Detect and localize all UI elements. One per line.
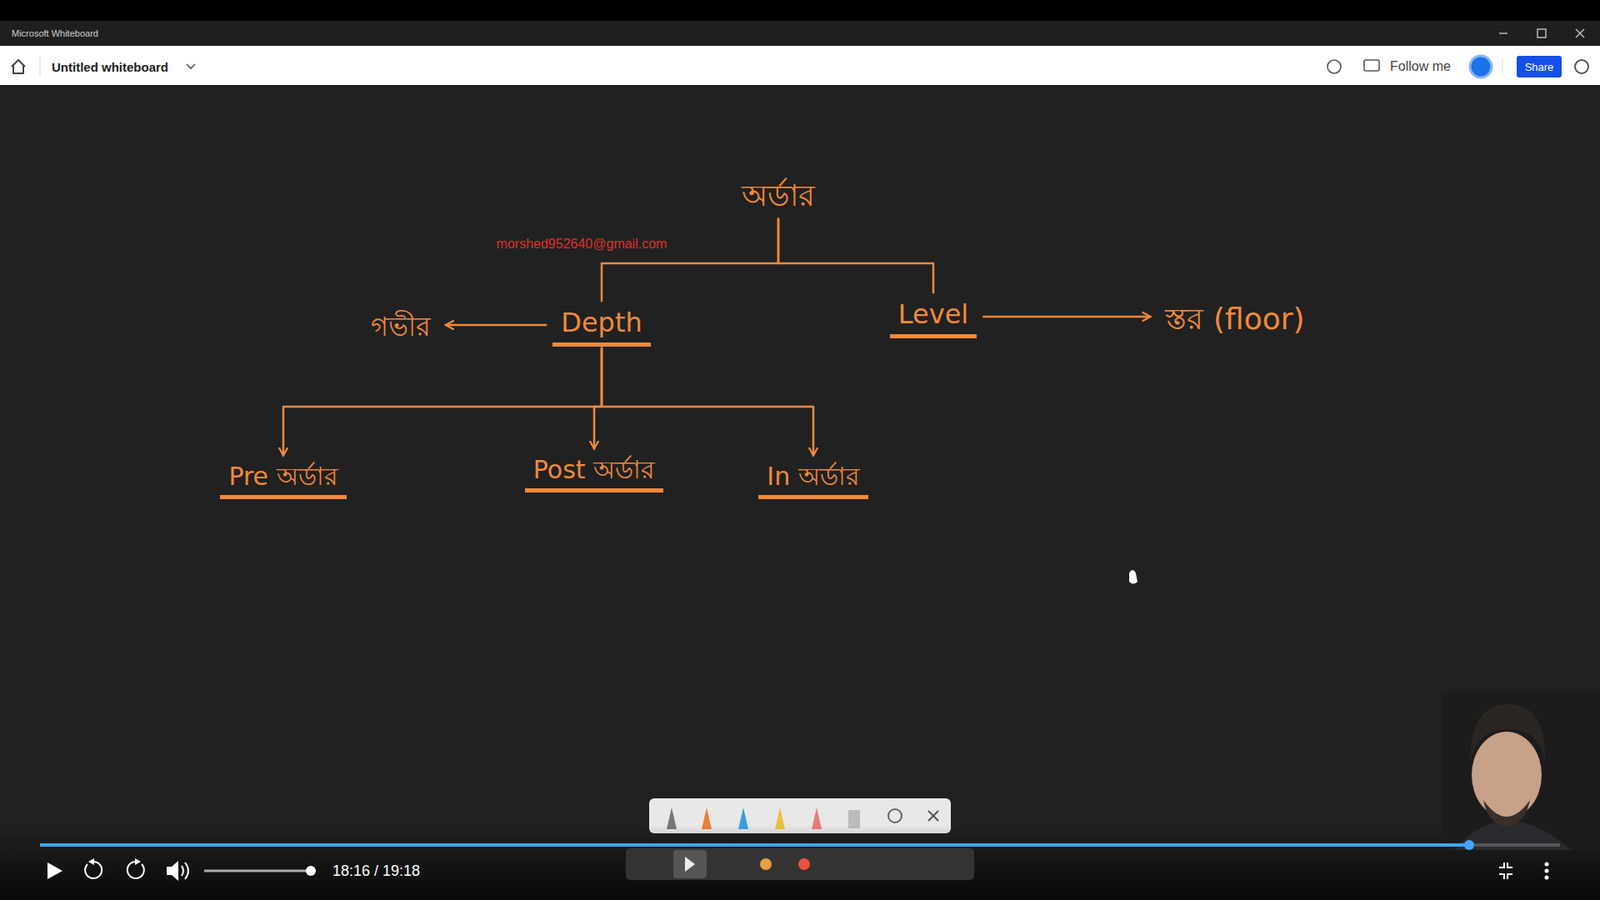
player-controls — [47, 858, 1550, 881]
handwritten-node: In অর্ডার — [758, 458, 868, 500]
webcam — [1441, 691, 1600, 850]
chevron-icon — [186, 64, 195, 69]
whiteboard-toolbar — [625, 848, 975, 880]
timestamp: 18:16 / 19:18 — [332, 862, 420, 880]
node-text: স্তর (floor) — [1165, 300, 1305, 337]
handwritten-node: গভীর — [362, 307, 440, 346]
share-button — [1516, 55, 1562, 78]
node-text: অর্ডার — [741, 177, 815, 214]
separator — [1502, 58, 1504, 75]
app-title: Microsoft Whiteboard — [11, 28, 99, 39]
node-text: Depth — [560, 306, 642, 339]
connector — [778, 219, 934, 294]
video-shade — [0, 825, 1600, 900]
header-bar — [0, 45, 1600, 85]
node-text: In অর্ডার — [766, 461, 860, 492]
connector — [594, 348, 602, 450]
separator — [40, 56, 41, 77]
window-controls — [1499, 29, 1585, 38]
button-label: Share — [1525, 60, 1555, 74]
connector — [601, 219, 779, 302]
connector — [445, 324, 546, 327]
handwritten-node: Post অর্ডার — [525, 451, 664, 493]
handwritten-node: অর্ডার — [733, 174, 824, 217]
handwritten-node: Level — [890, 295, 977, 338]
title-bar — [0, 20, 1600, 46]
settings-icon — [1575, 60, 1589, 74]
node-text: Level — [898, 298, 969, 330]
document-title: Untitled whiteboard — [51, 60, 169, 75]
button-label: Follow me — [1390, 59, 1451, 75]
progress-bar — [40, 840, 1560, 850]
connector — [601, 348, 814, 456]
canvas — [0, 85, 1600, 900]
handwritten-node: Pre অর্ডার — [220, 458, 346, 500]
node-text: Pre অর্ডার — [228, 461, 338, 492]
home-icon — [11, 60, 25, 74]
handwritten-node: স্তর (floor) — [1156, 297, 1313, 340]
node-text: গভীর — [370, 310, 431, 343]
node-text: Post অর্ডার — [533, 455, 655, 485]
watermark: morshed952640@gmail.com — [496, 236, 668, 252]
connector — [983, 315, 1150, 319]
handwritten-node: Depth — [552, 303, 650, 346]
present-icon — [1364, 60, 1380, 71]
hand-cursor — [1129, 570, 1138, 585]
avatar — [1470, 55, 1492, 78]
timer-icon — [1327, 60, 1341, 74]
connector — [283, 348, 602, 456]
